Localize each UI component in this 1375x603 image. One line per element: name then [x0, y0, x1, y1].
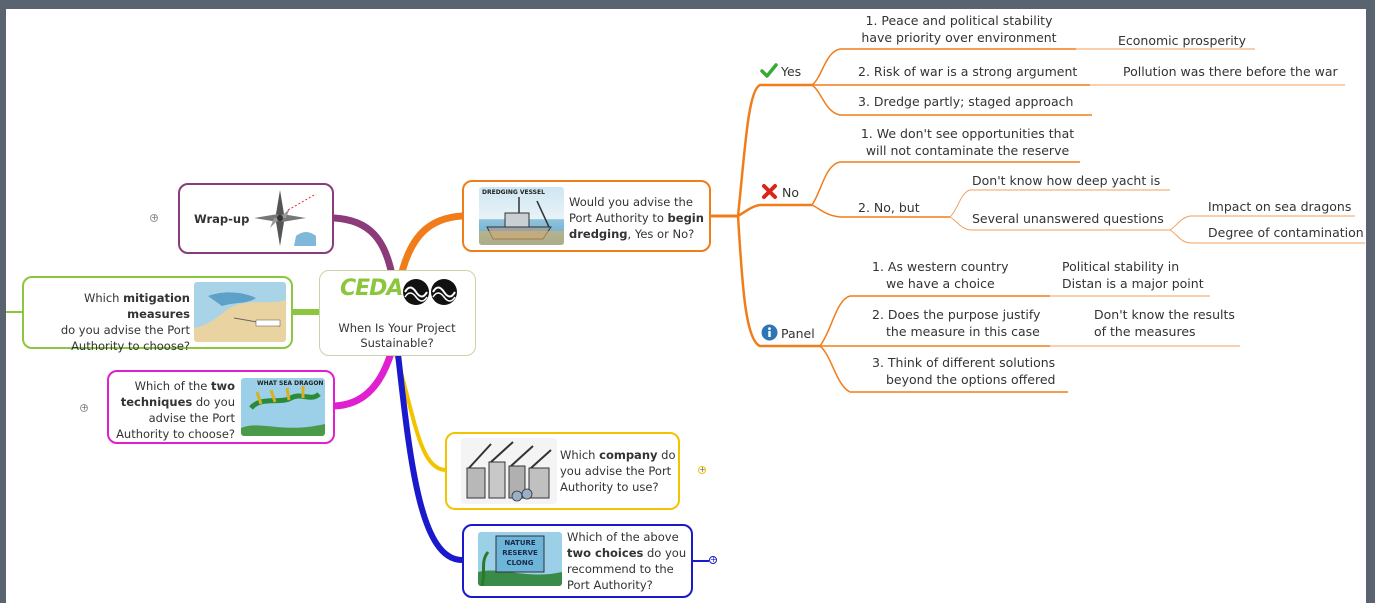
- no-item-1[interactable]: 1. We don't see opportunities that will …: [860, 126, 1075, 158]
- sign-line-3: CLONG: [506, 559, 534, 567]
- panel-item-2[interactable]: 2. Does the purpose justify the measure …: [872, 307, 1041, 339]
- no-sub-2-child-1[interactable]: Impact on sea dragons: [1208, 199, 1352, 214]
- central-title: When Is Your Project Sustainable?: [338, 321, 456, 350]
- yes-item-2[interactable]: 2. Risk of war is a strong argument: [858, 64, 1078, 79]
- company-node[interactable]: Which company do you advise the Port Aut…: [445, 432, 680, 510]
- no-sub-2-child-2[interactable]: Degree of contamination: [1208, 225, 1364, 240]
- expand-choices-icon[interactable]: +: [709, 555, 717, 564]
- no-item-2[interactable]: 2. No, but: [858, 200, 920, 215]
- choices-node[interactable]: NATURE RESERVE CLONG Which of the above …: [462, 524, 693, 598]
- yes-item-1[interactable]: 1. Peace and political stability have pr…: [861, 13, 1057, 45]
- coast-map-image: [194, 282, 286, 342]
- expand-wrapup-icon[interactable]: +: [150, 213, 158, 222]
- ceda-logo: CEDA: [340, 276, 403, 301]
- check-icon: [760, 63, 778, 78]
- choices-text: Which of the above two choices do you re…: [567, 530, 687, 592]
- branch-panel-label[interactable]: Panel: [781, 326, 815, 341]
- choices-connector-stub: [693, 560, 709, 562]
- branch-no-label[interactable]: No: [782, 185, 799, 200]
- window-frame-left: [0, 0, 6, 603]
- mitigation-node[interactable]: Which mitigation measures do you advise …: [22, 276, 293, 353]
- expand-company-icon[interactable]: +: [698, 465, 706, 474]
- panel-item-1[interactable]: 1. As western country we have a choice: [872, 259, 1009, 291]
- cross-icon: [762, 184, 777, 199]
- techniques-node[interactable]: Which of the two techniques do you advis…: [107, 370, 335, 444]
- techniques-text: Which of the two techniques do you advis…: [116, 379, 235, 441]
- wrapup-label: Wrap-up: [194, 212, 250, 226]
- sign-line-1: NATURE: [504, 539, 536, 547]
- panel-item-2-child[interactable]: Don't know the results of the measures: [1094, 307, 1235, 339]
- panel-item-3[interactable]: 3. Think of different solutions beyond t…: [872, 355, 1056, 387]
- dredging-question-text: Would you advise the Port Authority to b…: [569, 195, 704, 241]
- no-item-2-sub-1[interactable]: Don't know how deep yacht is: [972, 173, 1161, 188]
- window-frame-top: [0, 0, 1375, 9]
- dredging-question-node[interactable]: DREDGING VESSEL Would you advise the Por…: [462, 180, 711, 252]
- yes-item-1-child[interactable]: Economic prosperity: [1118, 33, 1246, 48]
- company-text: Which company do you advise the Port Aut…: [560, 448, 676, 494]
- central-topic[interactable]: CEDA When Is Your Project Sustainable?: [319, 270, 476, 356]
- sea-dragon-image: WHAT SEA DRAGON: [241, 378, 325, 436]
- info-icon: [761, 324, 778, 341]
- expand-techniques-icon[interactable]: +: [80, 403, 88, 412]
- panel-item-1-child[interactable]: Political stability in Distan is a major…: [1062, 259, 1204, 291]
- dredging-vessel-image: DREDGING VESSEL: [479, 187, 564, 245]
- no-item-2-sub-2[interactable]: Several unanswered questions: [972, 211, 1164, 226]
- yes-item-2-child[interactable]: Pollution was there before the war: [1123, 64, 1338, 79]
- factory-image: [461, 438, 557, 504]
- nature-reserve-sign-image: NATURE RESERVE CLONG: [478, 532, 562, 586]
- yes-item-3[interactable]: 3. Dredge partly; staged approach: [858, 94, 1074, 109]
- branch-yes-label[interactable]: Yes: [781, 64, 802, 79]
- window-frame-right: [1366, 0, 1375, 603]
- compass-rose-icon: [254, 190, 317, 246]
- wrapup-node[interactable]: Wrap-up: [178, 183, 334, 254]
- mitigation-text: Which mitigation measures do you advise …: [60, 291, 190, 353]
- sign-line-2: RESERVE: [502, 549, 538, 557]
- waves-logo-icon: [403, 279, 457, 305]
